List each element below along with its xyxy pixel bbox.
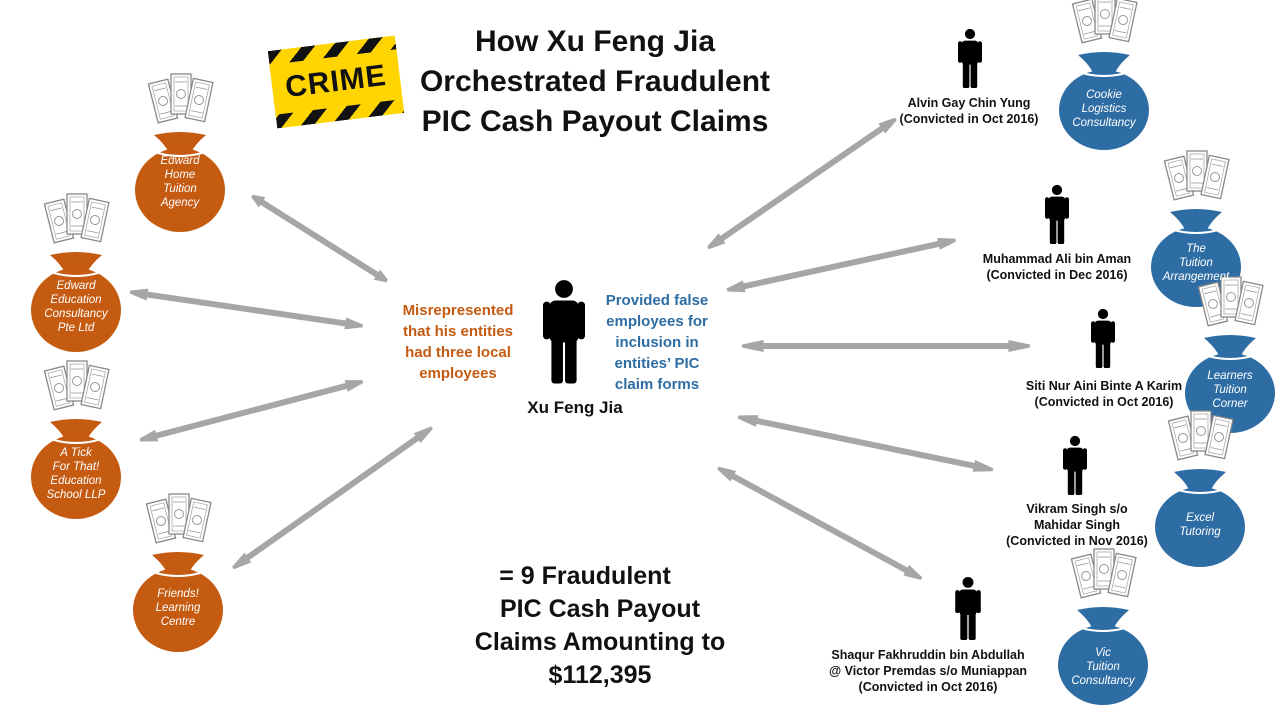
accomplice-label: Siti Nur Aini Binte A Karim (Convicted i… [989,378,1219,410]
accomplice-label-line: (Convicted in Dec 2016) [986,268,1128,282]
person-icon [958,28,982,88]
accomplice-label-line: (Convicted in Nov 2016) [1006,534,1148,548]
left-note-line: employees [419,365,497,382]
accomplice-entity-line: Corner [1212,398,1248,410]
accomplice-entity-line: Tuition [1213,384,1247,396]
accomplice-entity-line: Tutoring [1179,526,1221,538]
entity-label-line: Education [50,475,102,487]
accomplice-label: Shaqur Fakhruddin bin Abdullah @ Victor … [808,647,1048,695]
entity-label-line: Centre [160,616,196,628]
accomplice-entity-label: The Tuition Arrangement [1151,242,1241,284]
accomplice-entity-label: Excel Tutoring [1155,511,1245,539]
entity-label-line: Education [50,294,102,306]
money-bag-icon [31,193,121,352]
central-figure-name: Xu Feng Jia [527,398,623,417]
entity-label-line: Learning [155,602,201,614]
entity-label-line: Tuition [163,183,197,195]
right-note-line: claim forms [614,376,700,393]
money-bag-icon [1155,410,1245,567]
entity-label: Friends! Learning Centre [133,587,223,629]
entity-label-line: Consultancy [44,308,108,320]
accomplice-label-line: @ Victor Premdas s/o Muniappan [828,664,1028,678]
entity-label: Edward Education Consultancy Pte Ltd [31,279,121,335]
entity-label-line: For That! [52,461,100,473]
person-icon [1045,184,1069,244]
accomplice-label: Vikram Singh s/o Mahidar Singh (Convicte… [977,501,1177,549]
accomplice-label-line: Muhammad Ali bin Aman [982,252,1132,266]
accomplice-entity-line: Consultancy [1071,675,1135,687]
entity-label-line: A Tick [60,447,92,459]
entity-label-line: Pte Ltd [57,322,95,334]
money-bag-icon [133,493,223,652]
left-note-line: had three local [405,344,511,361]
entity-label-line: Home [164,169,196,181]
entity-label-line: Friends! [157,588,199,600]
summary-line: Claims Amounting to [474,628,726,656]
money-bag-icon [1059,0,1149,150]
right-note-line: Provided false [605,292,709,309]
accomplice-entity-line: Logistics [1081,103,1127,115]
right-note: Provided false employees for inclusion i… [596,290,718,395]
right-note-line: entities’ PIC [614,355,700,372]
person-icon-center [543,280,585,384]
accomplice-label-line: Mahidar Singh [1033,518,1121,532]
left-note-line: that his entities [402,323,514,340]
money-bag-icon [135,73,225,232]
accomplice-label-line: Siti Nur Aini Binte A Karim [1025,379,1183,393]
accomplice-label: Alvin Gay Chin Yung (Convicted in Oct 20… [869,95,1069,127]
left-note-line: Misrepresented [402,302,514,319]
accomplice-label-line: (Convicted in Oct 2016) [899,112,1039,126]
title-line: How Xu Feng Jia [474,25,716,58]
entity-label-line: Edward [160,155,200,167]
accomplice-entity-line: Excel [1185,512,1215,524]
accomplice-entity-line: Cookie [1086,89,1122,101]
entity-label: A Tick For That! Education School LLP [31,446,121,502]
accomplice-label-line: (Convicted in Oct 2016) [1034,395,1174,409]
accomplice-entity-label: Cookie Logistics Consultancy [1059,88,1149,130]
entity-label-line: Edward [56,280,96,292]
accomplice-label: Muhammad Ali bin Aman (Convicted in Dec … [947,251,1167,283]
entity-label-line: School LLP [46,489,106,501]
page-title: How Xu Feng Jia Orchestrated Fraudulent … [405,22,785,142]
summary-line: PIC Cash Payout [499,595,701,623]
accomplice-entity-line: Vic [1095,647,1111,659]
crime-badge: CRIME [268,35,405,128]
accomplice-label-line: Shaqur Fakhruddin bin Abdullah [831,648,1025,662]
summary-text: = 9 Fraudulent PIC Cash Payout Claims Am… [440,560,760,692]
accomplice-entity-line: Tuition [1086,661,1120,673]
person-icon [955,576,981,640]
summary-line: $112,395 [548,661,652,689]
accomplice-entity-line: Learners [1207,370,1253,382]
accomplice-label-line: Vikram Singh s/o [1026,502,1128,516]
person-icon [1063,435,1087,495]
money-bag-icon [1058,548,1148,705]
title-line: PIC Cash Payout Claims [421,105,769,138]
right-note-line: employees for [606,313,708,330]
accomplice-entity-label: Learners Tuition Corner [1185,369,1275,411]
person-icon [1091,308,1115,368]
entity-label: Edward Home Tuition Agency [135,154,225,210]
summary-line: = 9 Fraudulent [499,562,671,590]
accomplice-label-line: Alvin Gay Chin Yung [907,96,1031,110]
right-note-line: inclusion in [615,334,699,351]
connector-arrows [129,117,1030,580]
accomplice-entity-line: Consultancy [1072,117,1136,129]
accomplice-label-line: (Convicted in Oct 2016) [858,680,998,694]
accomplice-entity-line: The [1186,243,1206,255]
accomplice-entity-label: Vic Tuition Consultancy [1058,646,1148,688]
money-bag-icon [31,360,121,519]
accomplice-entity-line: Tuition [1179,257,1213,269]
title-line: Orchestrated Fraudulent [419,65,771,98]
accomplice-entity-line: Arrangement [1162,271,1230,283]
crime-badge-text: CRIME [283,58,389,105]
left-note: Misrepresented that his entities had thr… [393,300,523,384]
entity-label-line: Agency [160,197,200,209]
